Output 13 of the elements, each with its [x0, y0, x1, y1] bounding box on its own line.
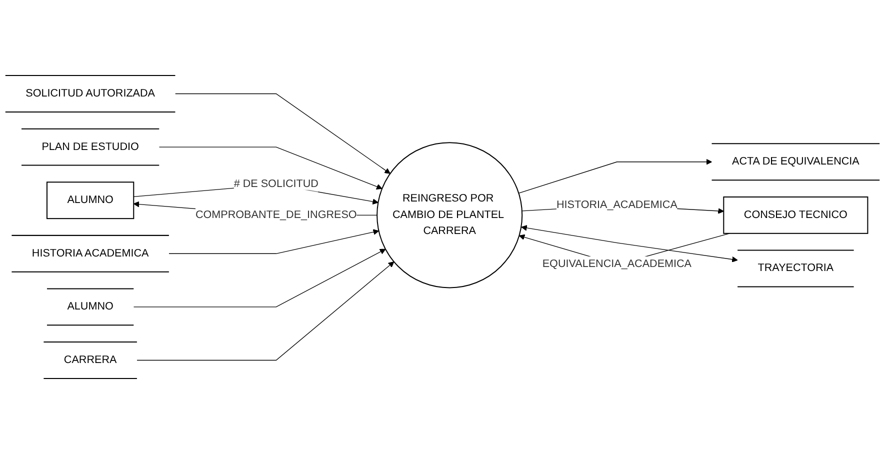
arrow [518, 158, 712, 194]
node-circle: REINGRESO POR CAMBIO DE PLANTEL CARRERA [376, 142, 523, 288]
edge-label: COMPROBANTE_DE_INGRESO [195, 209, 357, 221]
arrow [174, 93, 390, 174]
arrow [521, 225, 738, 262]
node-box: CONSEJO TECNICO [723, 196, 868, 234]
edge-label: # DE SOLICITUD [234, 178, 318, 190]
arrow [168, 229, 380, 254]
arrow [136, 261, 394, 361]
arrow [133, 248, 386, 308]
edge-label: HISTORIA_ACADEMICA [556, 199, 678, 211]
edge-label: EQUIVALENCIA_ACADEMICA [542, 258, 692, 270]
node-box: ALUMNO [46, 182, 134, 220]
